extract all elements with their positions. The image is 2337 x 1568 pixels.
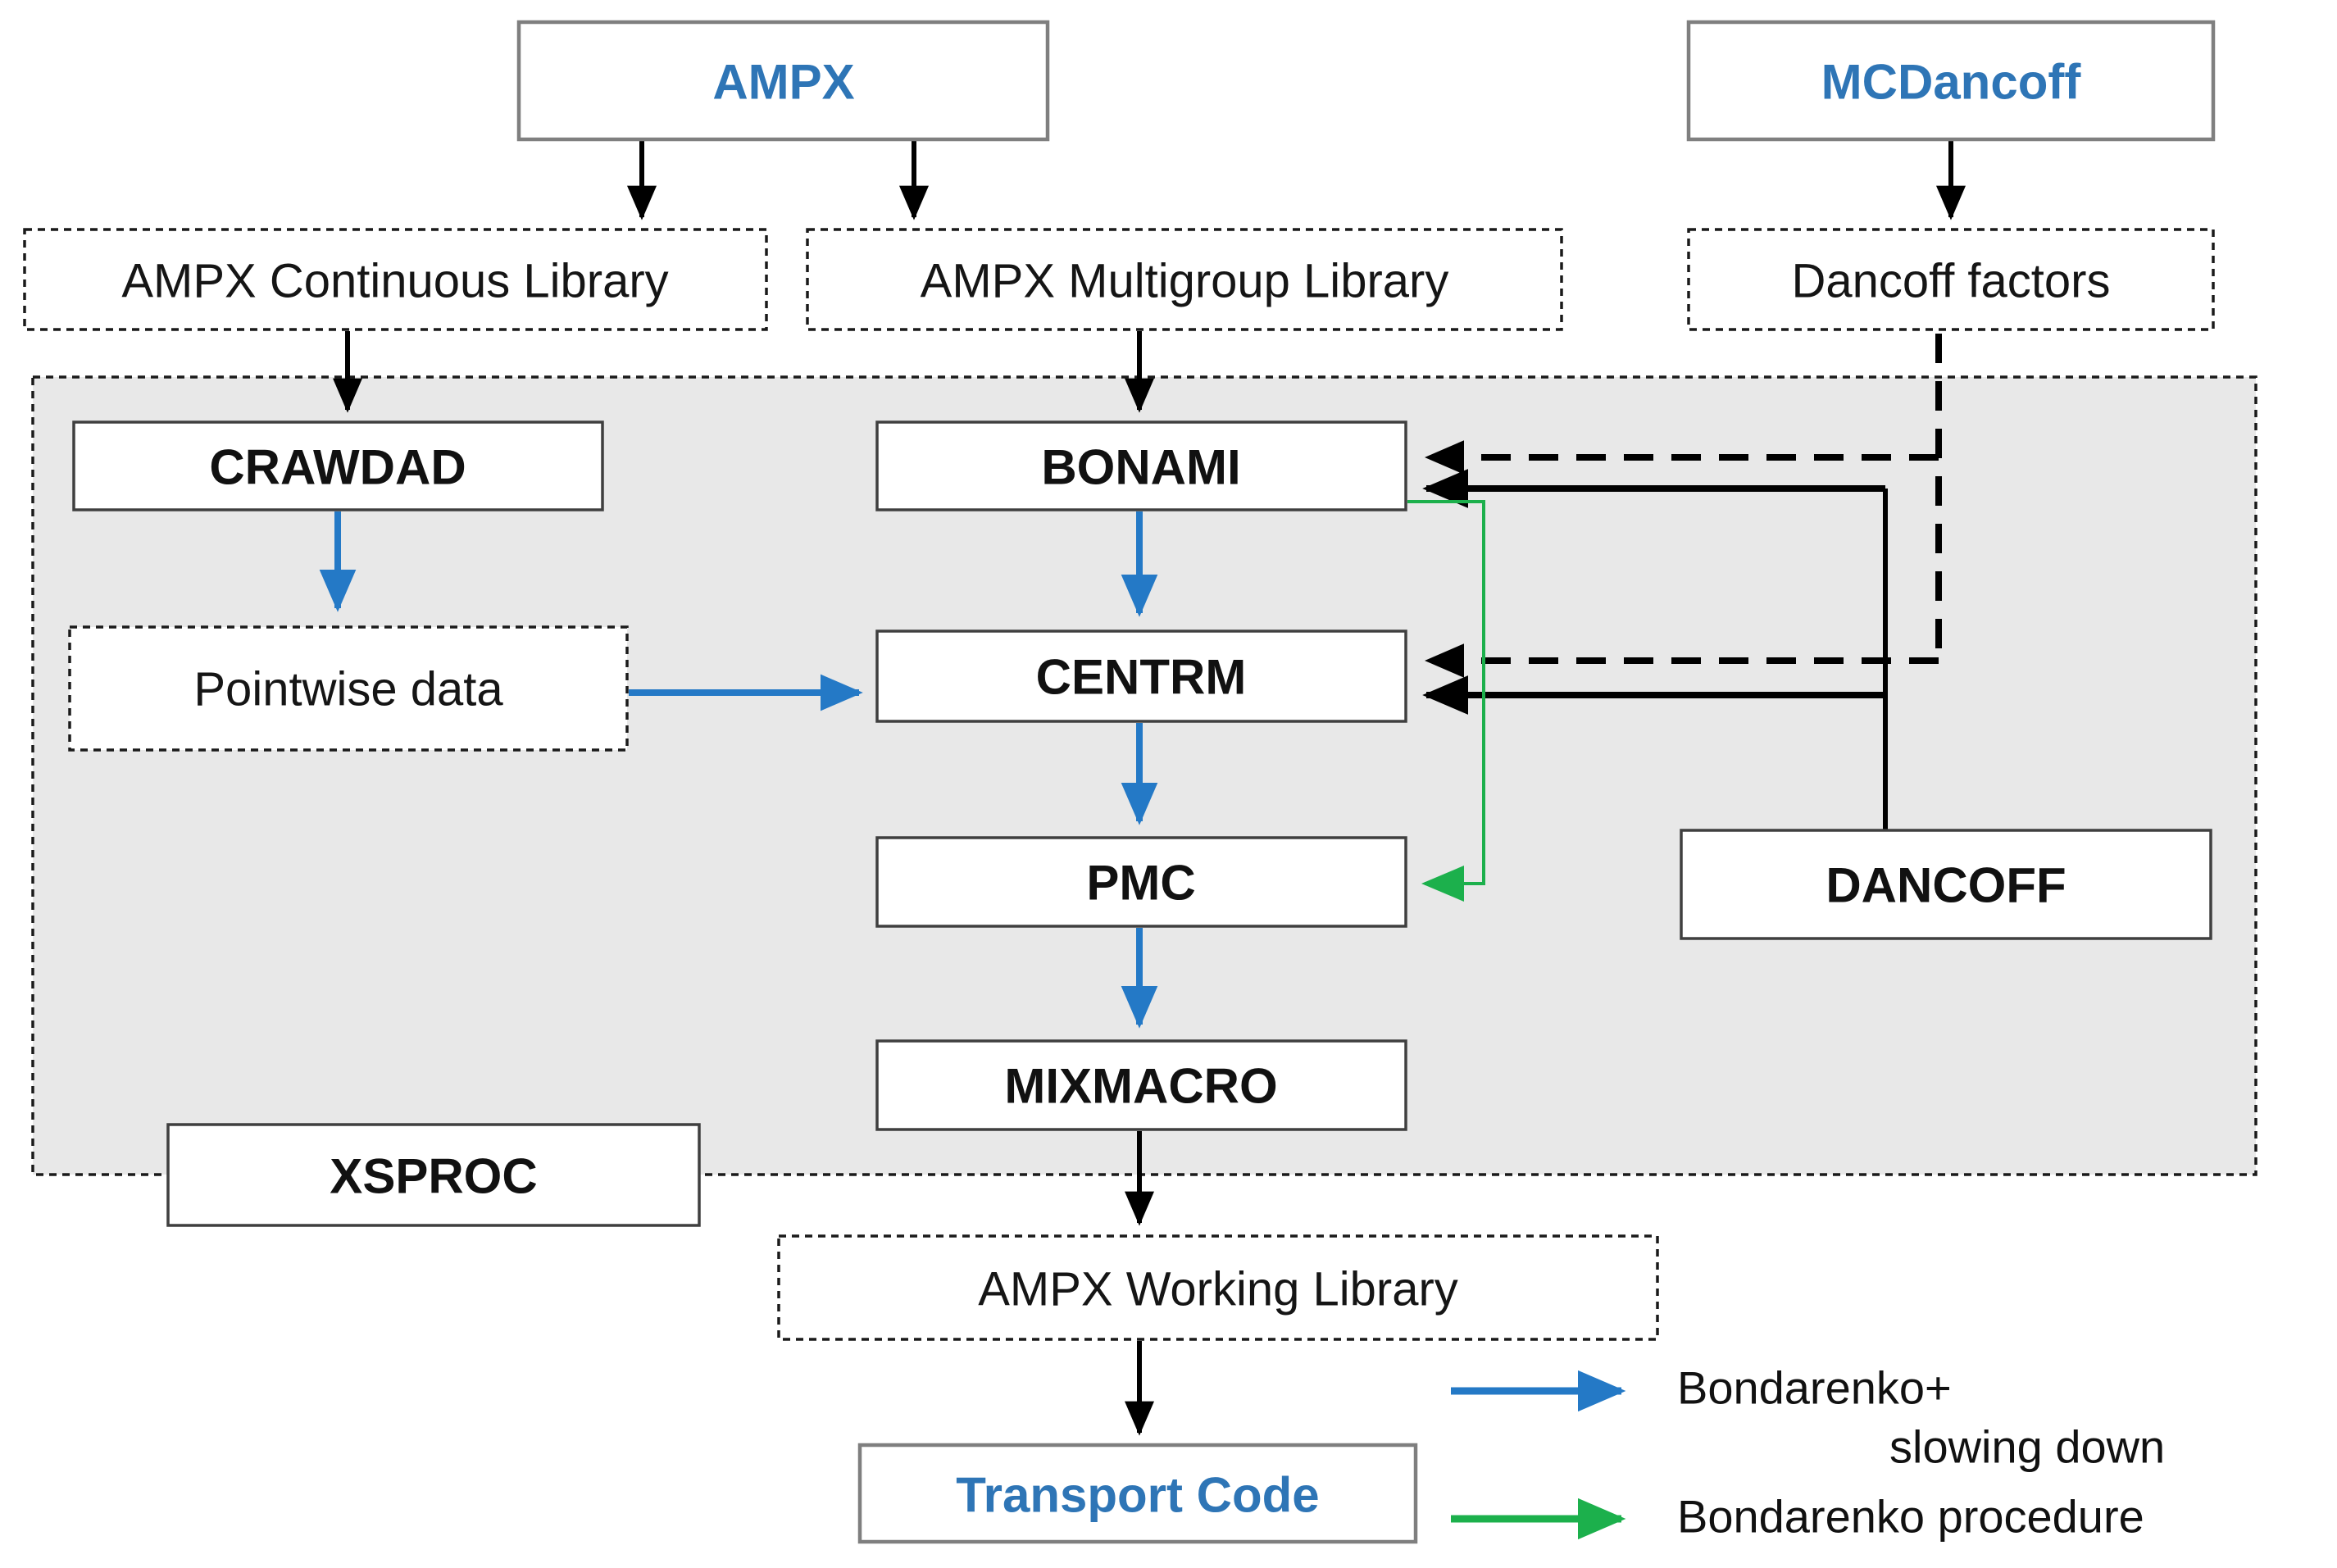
node-mixmacro: MIXMACRO [875, 1039, 1407, 1131]
node-dancoff-box [1680, 829, 2212, 940]
legend-blue-label-line2: slowing down [1889, 1421, 2165, 1473]
node-ampx-working-library: AMPX Working Library [777, 1234, 1659, 1341]
node-mcdancoff: MCDancoff [1686, 20, 2216, 142]
node-dancoff-label: DANCOFF [1825, 858, 2066, 913]
node-ampx-continuous-library-box [23, 228, 768, 331]
node-xsproc-label: XSPROC [330, 1149, 537, 1204]
node-ampx-box [516, 20, 1050, 142]
node-dancoff: DANCOFF [1680, 829, 2212, 940]
node-ampx-multigroup-library-box [806, 228, 1563, 331]
node-centrm: CENTRM [875, 629, 1407, 723]
node-ampx-working-library-box [777, 1234, 1659, 1341]
node-ampx-multigroup-library-label: AMPX Multigroup Library [921, 255, 1449, 308]
node-ampx-continuous-library: AMPX Continuous Library [23, 228, 768, 331]
node-bonami-label: BONAMI [1041, 440, 1240, 495]
node-ampx-label: AMPX [712, 55, 854, 110]
legend-green-label: Bondarenko procedure [1677, 1491, 2144, 1543]
node-dancoff-factors-label: Dancoff factors [1791, 255, 2110, 308]
node-pointwise-data: Pointwise data [68, 625, 629, 752]
node-transport-code-label: Transport Code [956, 1468, 1319, 1523]
node-mixmacro-box [875, 1039, 1407, 1131]
node-crawdad-box [72, 420, 604, 511]
node-ampx-working-library-label: AMPX Working Library [978, 1263, 1458, 1316]
node-pointwise-data-box [68, 625, 629, 752]
green-arrow-bonami-to-pmc [1407, 500, 1485, 902]
node-xsproc-box [166, 1123, 701, 1227]
node-pointwise-data-label: Pointwise data [193, 663, 503, 716]
node-transport-code-box [857, 1443, 1418, 1544]
legend-blue-label-line1: Bondarenko+ [1677, 1362, 1952, 1414]
node-transport-code: Transport Code [857, 1443, 1418, 1544]
node-centrm-box [875, 629, 1407, 723]
node-ampx-multigroup-library: AMPX Multigroup Library [806, 228, 1563, 331]
node-bonami: BONAMI [875, 420, 1407, 511]
node-ampx-continuous-library-label: AMPX Continuous Library [121, 255, 668, 308]
legend: Bondarenko+ slowing down Bondarenko proc… [1451, 1362, 2165, 1543]
node-xsproc: XSPROC [166, 1123, 701, 1227]
node-dancoff-factors: Dancoff factors [1687, 228, 2215, 331]
node-crawdad: CRAWDAD [72, 420, 604, 511]
node-pmc: PMC [875, 836, 1407, 928]
node-dancoff-factors-box [1687, 228, 2215, 331]
node-pmc-box [875, 836, 1407, 928]
node-centrm-label: CENTRM [1036, 650, 1247, 705]
node-mcdancoff-label: MCDancoff [1821, 55, 2082, 110]
node-pmc-label: PMC [1086, 856, 1195, 911]
node-crawdad-label: CRAWDAD [209, 440, 466, 495]
node-mixmacro-label: MIXMACRO [1004, 1059, 1277, 1114]
node-bonami-box [875, 420, 1407, 511]
node-mcdancoff-box [1686, 20, 2216, 142]
node-ampx: AMPX [516, 20, 1050, 142]
